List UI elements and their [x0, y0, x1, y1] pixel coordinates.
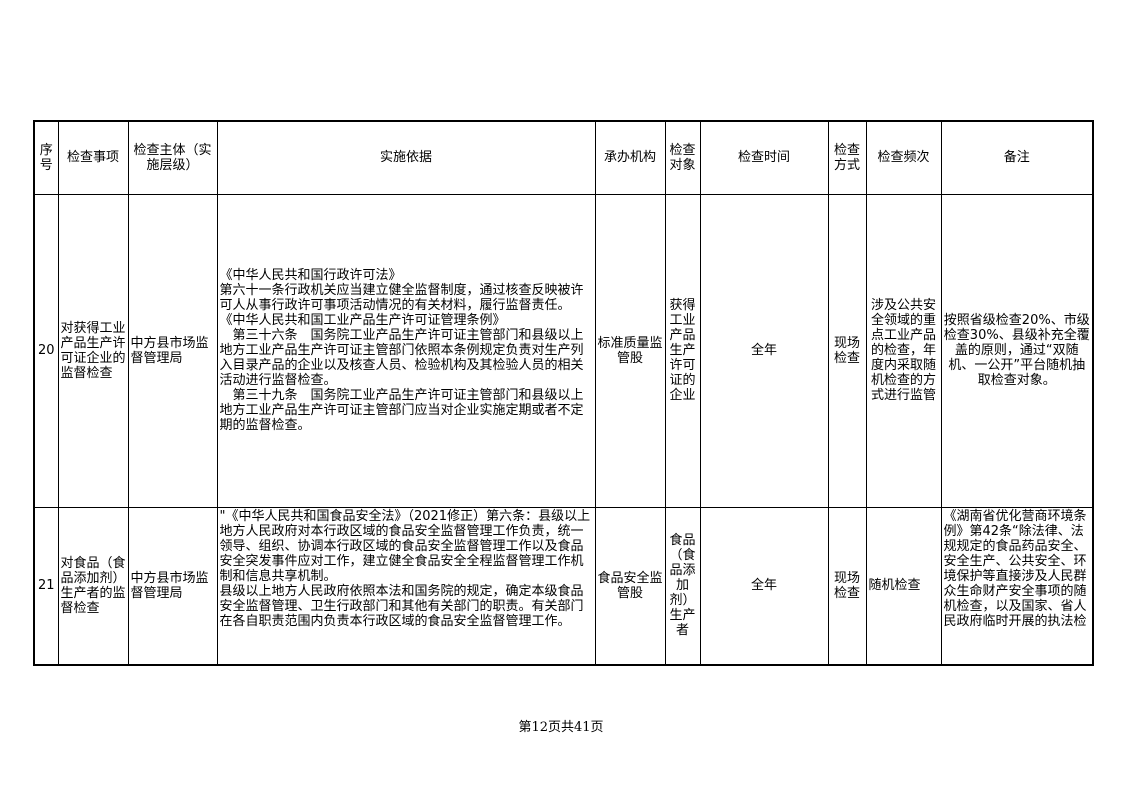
header-time: 检查时间 — [699, 120, 829, 195]
row-time: 全年 — [699, 506, 829, 666]
header-method: 检查方式 — [827, 120, 867, 195]
header-row: 序号 检查事项 检查主体（实施层级） 实施依据 承办机构 检查对象 检查时间 检… — [33, 120, 1094, 195]
row-seq: 21 — [33, 506, 59, 666]
row-target: 食品（食品添加剂）生产者 — [664, 506, 701, 666]
row-basis: "《中华人民共和国食品安全法》（2021修正）第六条：县级以上地方人民政府对本行… — [216, 506, 596, 666]
row-item: 对获得工业产品生产许可证企业的监督检查 — [57, 193, 129, 508]
header-target: 检查对象 — [664, 120, 701, 195]
header-seq: 序号 — [33, 120, 59, 195]
header-item: 检查事项 — [57, 120, 129, 195]
row-remark: 按照省级检查20%、市级检查30%、县级补充全覆盖的原则，通过“双随机、一公开”… — [940, 193, 1094, 508]
basis-line: 第三十九条 国务院工业产品生产许可证主管部门和县级以上地方工业产品生产许可证主管… — [219, 388, 584, 433]
row-method: 现场检查 — [827, 506, 867, 666]
row-freq: 涉及公共安全领域的重点工业产品的检查，年度内采取随机检查的方式进行监管 — [865, 193, 942, 508]
basis-line: 《中华人民共和国工业产品生产许可证管理条例》 — [219, 313, 506, 328]
row-org: 食品安全监管股 — [594, 506, 666, 666]
page-footer: 第12页共41页 — [518, 720, 604, 735]
basis-line: 县级以上地方人民政府依照本法和国务院的规定，确定本级食品安全监督管理、卫生行政部… — [219, 583, 584, 629]
table-row: 21 对食品（食品添加剂）生产者的监督检查 中方县市场监督管理局 "《中华人民共… — [33, 506, 1094, 666]
header-org: 承办机构 — [594, 120, 666, 195]
row-seq: 20 — [33, 193, 59, 508]
row-item: 对食品（食品添加剂）生产者的监督检查 — [57, 506, 129, 666]
row-time: 全年 — [699, 193, 829, 508]
row-method: 现场检查 — [827, 193, 867, 508]
row-subject: 中方县市场监督管理局 — [127, 506, 218, 666]
header-remark: 备注 — [940, 120, 1094, 195]
row-org: 标准质量监管股 — [594, 193, 666, 508]
header-basis: 实施依据 — [216, 120, 596, 195]
row-basis: 《中华人民共和国行政许可法》 第六十一条行政机关应当建立健全监督制度，通过核查反… — [216, 193, 596, 508]
row-freq: 随机检查 — [865, 506, 942, 666]
inspection-table: 序号 检查事项 检查主体（实施层级） 实施依据 承办机构 检查对象 检查时间 检… — [33, 120, 1094, 666]
basis-line: 第三十六条 国务院工业产品生产许可证主管部门和县级以上地方工业产品生产许可证主管… — [219, 328, 584, 388]
table-row: 20 对获得工业产品生产许可证企业的监督检查 中方县市场监督管理局 《中华人民共… — [33, 193, 1094, 508]
basis-line: 第六十一条行政机关应当建立健全监督制度，通过核查反映被许可人从事行政许可事项活动… — [219, 283, 584, 313]
basis-line: "《中华人民共和国食品安全法》（2021修正）第六条：县级以上地方人民政府对本行… — [219, 508, 591, 584]
row-remark: 《湖南省优化营商环境条例》第42条“除法律、法规规定的食品药品安全、安全生产、公… — [940, 506, 1094, 666]
row-target: 获得工业产品生产许可证的企业 — [664, 193, 701, 508]
header-subject: 检查主体（实施层级） — [127, 120, 218, 195]
basis-line: 《中华人民共和国行政许可法》 — [219, 268, 402, 283]
row-subject: 中方县市场监督管理局 — [127, 193, 218, 508]
header-freq: 检查频次 — [865, 120, 942, 195]
